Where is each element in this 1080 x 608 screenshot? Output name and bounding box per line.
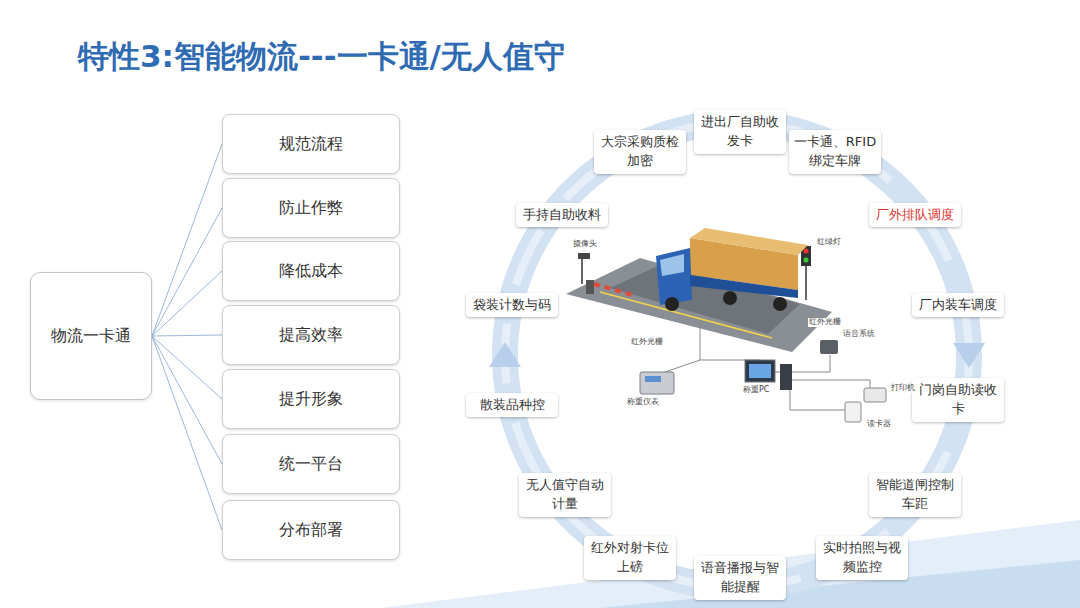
device-label: 红外光栅 [630,338,664,347]
fan-line [152,335,222,336]
device-label: 摄像头 [572,240,598,249]
fan-line [152,336,222,530]
step-label: 门岗自助读收卡 [916,381,1000,419]
voice-box [820,340,838,354]
step-label: 实时拍照与视频监控 [820,539,904,577]
step-label: 智能道闸控制车距 [873,476,957,514]
step-label: 袋装计数与码 [470,296,554,315]
pc-monitor [745,360,775,382]
cycle-ring [505,123,969,587]
truck-cargo [690,228,808,255]
cycle-step-box: 大宗采购质检加密 [594,130,686,174]
truck-frame [690,275,798,298]
device-label: 语音系统 [842,330,876,339]
wire [790,385,845,410]
benefit-box: 统一平台 [222,434,400,494]
scale-indicator [640,372,674,394]
step-label: 进出厂自助收发卡 [698,113,782,151]
pc-tower [780,364,792,390]
device-label: 红绿灯 [816,238,842,247]
scale-indicator [645,376,661,382]
device-label: 称重仪表 [626,398,660,407]
device-label: 称重PC [742,386,770,395]
cycle-step-box: 智能道闸控制车距 [869,473,961,517]
cycle-step-box: 散装品种控 [466,393,558,418]
cycle-step-box: 无人值守自动计量 [519,473,611,517]
step-label: 手持自助收料 [520,206,604,225]
hub-box: 物流一卡通 [30,272,152,400]
cycle-step-box: 手持自助收料 [516,203,608,228]
device-label: 读卡器 [866,420,892,429]
truck-wheel [773,297,787,311]
cycle-step-box: 红外对射卡位上磅 [584,536,676,580]
benefit-label: 规范流程 [279,134,343,155]
cycle-step-box: 语音播报与智能提醒 [694,556,786,600]
benefit-label: 防止作弊 [279,198,343,219]
step-label: 散装品种控 [470,396,554,415]
cycle-ring [505,123,969,587]
slide-title: 特性3:智能物流---一卡通/无人值守 [78,36,565,78]
cycle-step-box: 袋装计数与码 [466,293,558,318]
printer [864,388,886,402]
cycle-step-box: 厂外排队调度 [869,203,961,228]
truck-wheel [723,291,737,305]
gate-bar [594,284,636,296]
camera-pole [581,258,583,284]
cycle-step-box: 一卡通、RFID绑定车牌 [789,130,881,174]
cycle-arrow [489,342,521,367]
step-label: 大宗采购质检加密 [598,133,682,171]
benefit-label: 分布部署 [279,520,343,541]
fan-line [152,336,222,464]
benefit-label: 提高效率 [279,325,343,346]
cycle-arrow [953,343,985,368]
device-label: 红外光栅 [808,318,842,327]
truck-cab [656,248,692,305]
camera [578,253,590,259]
cycle-step-box: 进出厂自助收发卡 [694,110,786,154]
truck-window [660,254,684,276]
cycle-step-box: 厂内装车调度 [912,293,1004,318]
benefit-box: 防止作弊 [222,178,400,238]
fan-line [152,208,222,336]
wire [790,380,870,390]
hub-label: 物流一卡通 [51,326,131,347]
benefit-label: 降低成本 [279,261,343,282]
wire [665,322,700,372]
benefit-box: 降低成本 [222,241,400,301]
step-label: 语音播报与智能提醒 [698,559,782,597]
benefit-box: 分布部署 [222,500,400,560]
cycle-step-box: 实时拍照与视频监控 [816,536,908,580]
traffic-light [804,258,809,263]
card-reader [845,402,861,422]
benefit-box: 提高效率 [222,305,400,365]
benefit-label: 统一平台 [279,454,343,475]
step-label: 一卡通、RFID绑定车牌 [793,133,877,171]
pc-screen [749,364,771,378]
step-label: 无人值守自动计量 [523,476,607,514]
step-label: 厂外排队调度 [873,206,957,225]
traffic-light [804,249,809,254]
fan-line [152,144,222,336]
gate-post [586,280,594,294]
truck-wheel [665,297,679,311]
fan-line [152,271,222,336]
corner-band [380,520,1080,608]
benefit-box: 规范流程 [222,114,400,174]
benefit-label: 提升形象 [279,389,343,410]
step-label: 厂内装车调度 [916,296,1000,315]
step-label: 红外对射卡位上磅 [588,539,672,577]
benefit-box: 提升形象 [222,369,400,429]
fan-line [152,336,222,399]
cycle-step-box: 门岗自助读收卡 [912,378,1004,422]
device-label: 打印机 [890,384,916,393]
